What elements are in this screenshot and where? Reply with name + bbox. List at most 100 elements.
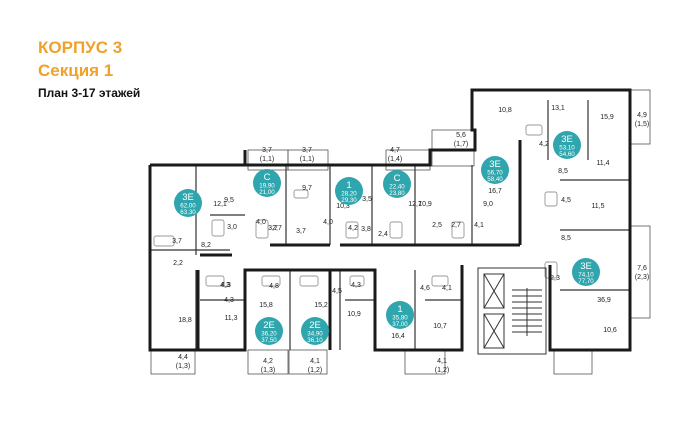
room-area-label: 36,9 [597, 297, 611, 304]
room-area-label: 10,7 [433, 323, 447, 330]
apartment-type: С [264, 172, 271, 183]
apartment-badge-circle [174, 189, 202, 217]
room-area-label: 4,2 [348, 225, 358, 232]
apartment-area2: 36,10 [307, 337, 323, 344]
apartment-badge-circle [335, 177, 363, 205]
room-area-label: (1,5) [635, 121, 649, 128]
room-area-label: 10,8 [498, 107, 512, 114]
room-area-label: 4,3 [351, 282, 361, 289]
fixtures [153, 124, 558, 287]
room-area-label: (1,2) [308, 367, 322, 374]
apartment-badge-circle [383, 170, 411, 198]
room-area-label: 3,7 [296, 228, 306, 235]
room-area-label: (1,1) [260, 156, 274, 163]
room-area-label: 9,7 [302, 185, 312, 192]
room-area-label: (1,1) [300, 156, 314, 163]
room-area-label: 2,2 [173, 260, 183, 267]
apartment-area2: 54,60 [559, 151, 575, 158]
apartment-area2: 21,00 [259, 189, 275, 196]
room-area-label: 10,3 [336, 203, 350, 210]
apartment-badge-circle [253, 169, 281, 197]
room-area-label: 4,6 [420, 285, 430, 292]
apartment-area2: 58,40 [487, 176, 503, 183]
room-area-label: 4,8 [269, 283, 279, 290]
apartment-area1: 53,10 [559, 145, 575, 152]
room-area-label: 8,2 [201, 242, 211, 249]
apartment-badge-circle [301, 317, 329, 345]
apartment-area1: 19,90 [259, 183, 275, 190]
room-area-label: 4,1 [437, 358, 447, 365]
building-title: КОРПУС 3 [38, 38, 123, 57]
room-area-label: (1,2) [435, 367, 449, 374]
apartment-badge-circle [553, 131, 581, 159]
balcony [553, 349, 593, 375]
apartment-area2: 37,50 [261, 337, 277, 344]
room-area-label: 16,7 [488, 188, 502, 195]
apartment-type: 3Е [580, 261, 592, 272]
room-area-label: 3,7 [268, 225, 278, 232]
staircase [512, 288, 542, 336]
room-area-label: 7,6 [637, 265, 647, 272]
apartment-type: 2Е [263, 320, 275, 331]
room-area-label: 3,0 [227, 224, 237, 231]
room-area-label: 4,3 [220, 282, 230, 289]
apartment-area1: 36,20 [261, 331, 277, 338]
room-area-label: 4,7 [390, 147, 400, 154]
apartment-area2: 77,70 [578, 278, 594, 285]
apartment-badge-circle [255, 317, 283, 345]
room-area-label: 9,5 [224, 197, 234, 204]
apartment-area1: 56,70 [487, 170, 503, 177]
room-area-label: 3,7 [172, 238, 182, 245]
room-area-label: 12,7 [408, 201, 422, 208]
room-area-label: 4,1 [442, 285, 452, 292]
room-area-label: 12,1 [213, 201, 227, 208]
room-area-label: (2,3) [635, 274, 649, 281]
apartment-area1: 35,80 [392, 315, 408, 322]
room-area-label: (1,4) [388, 156, 402, 163]
section-title: Секция 1 [38, 61, 114, 80]
apartment-badge-circle [572, 258, 600, 286]
balcony [288, 349, 328, 375]
apartment-area2: 23,80 [389, 190, 405, 197]
apartment-area1: 62,00 [180, 203, 196, 210]
apartment-area2: 29,30 [341, 197, 357, 204]
room-area-label: 4,1 [310, 358, 320, 365]
elevator-shaft [483, 313, 505, 349]
room-area-label: 15,9 [600, 114, 614, 121]
apartment-type: 3Е [182, 192, 194, 203]
room-area-label: 2,7 [451, 222, 461, 229]
room-area-label: 5,6 [456, 132, 466, 139]
room-area-label: 4,5 [561, 197, 571, 204]
apartment-type: 1 [397, 304, 402, 315]
room-area-label: 4,9 [637, 112, 647, 119]
room-area-label: 15,8 [259, 302, 273, 309]
room-area-label: 2,3 [550, 275, 560, 282]
room-area-label: 3,7 [262, 147, 272, 154]
apartment-badge-circle [481, 156, 509, 184]
room-area-label: 10,9 [418, 201, 432, 208]
room-area-label: 3,5 [362, 196, 372, 203]
balcony [247, 349, 289, 375]
room-area-label: 18,8 [178, 317, 192, 324]
room-area-label: 11,5 [591, 203, 604, 210]
room-area-label: 2,4 [378, 231, 388, 238]
apartment-area2: 37,00 [392, 321, 408, 328]
room-area-label: 4,5 [332, 288, 342, 295]
apartment-area1: 34,90 [307, 331, 323, 338]
balconies [150, 89, 651, 375]
room-area-label: 11,3 [224, 315, 237, 322]
apartment-area1: 74,10 [578, 272, 594, 279]
room-area-label: 10,6 [603, 327, 617, 334]
apartment-type: С [394, 173, 401, 184]
